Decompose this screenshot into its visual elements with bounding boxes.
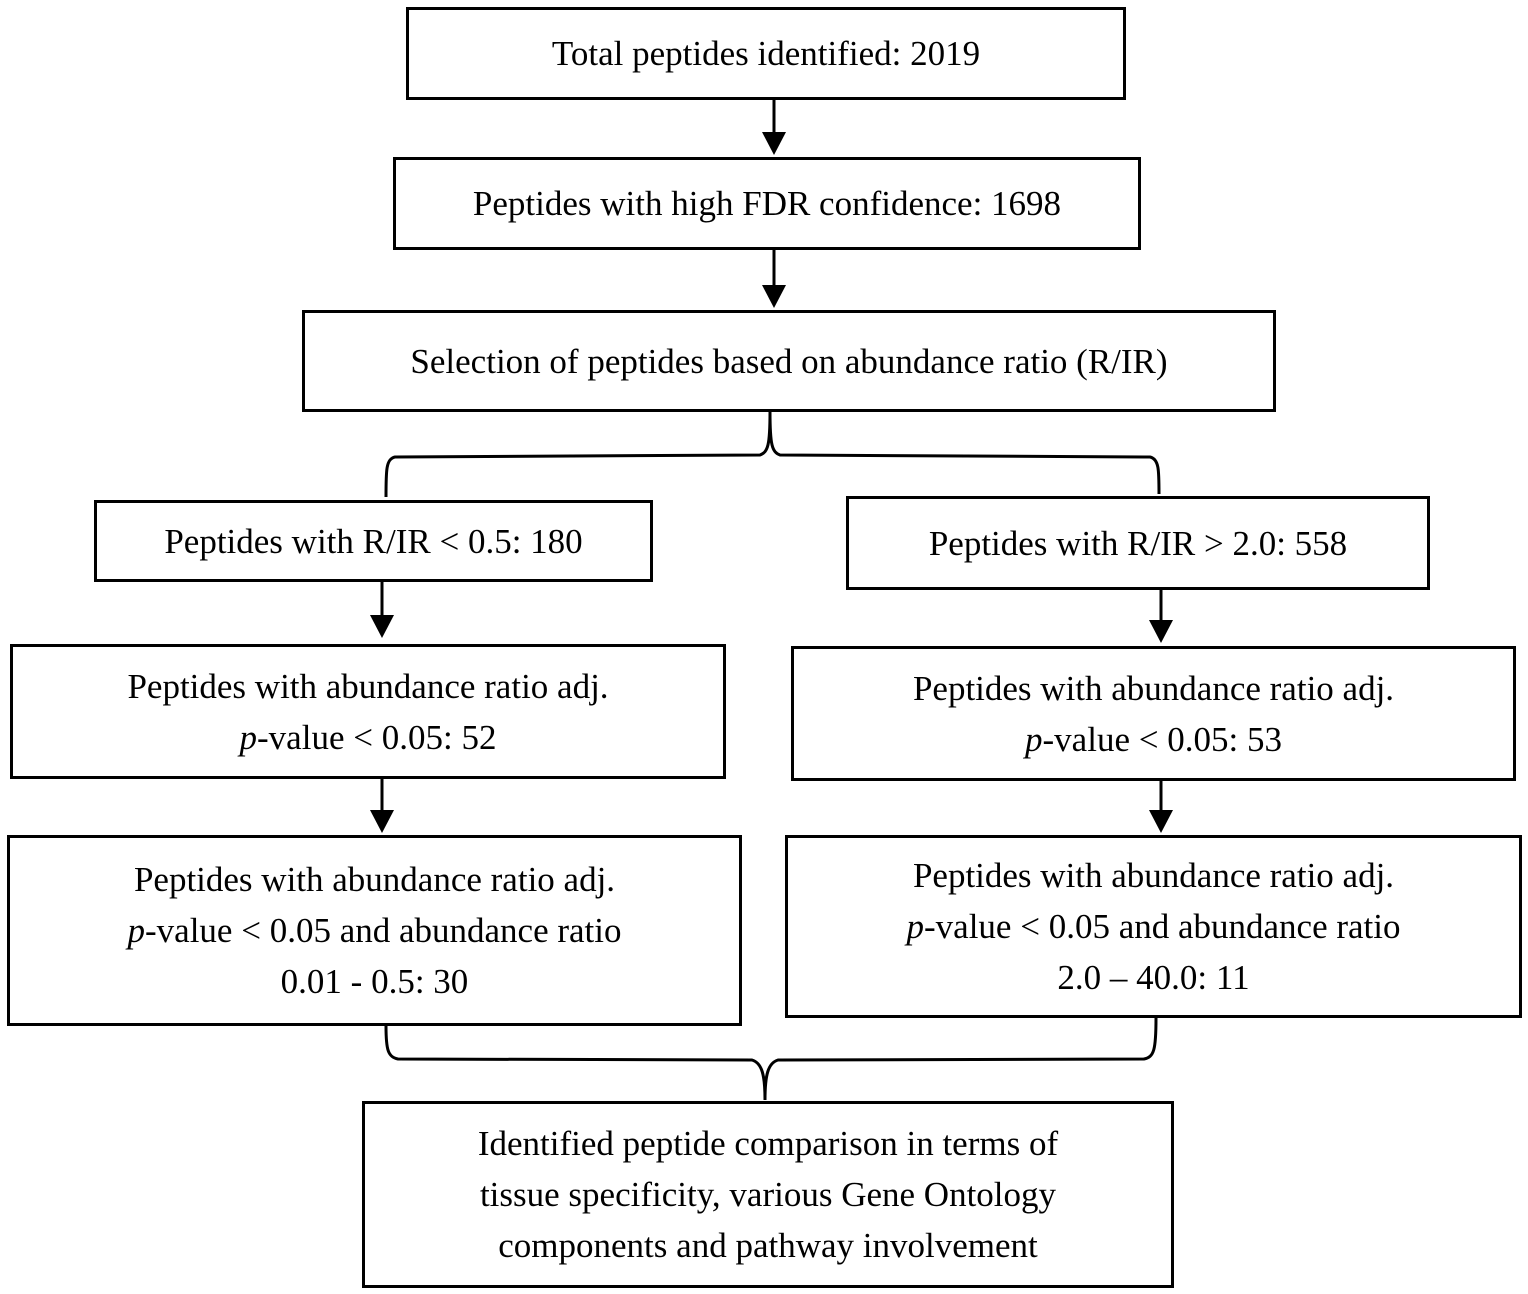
left-pvalue-p: p: [239, 717, 258, 757]
right-final-line2-rest: -value < 0.05 and abundance ratio: [924, 907, 1401, 946]
right-pvalue-line2: p-value < 0.05: 53: [1025, 714, 1282, 765]
box-right-ratio: Peptides with R/IR > 2.0: 558: [846, 496, 1430, 590]
box-total-peptides: Total peptides identified: 2019: [406, 7, 1126, 100]
box-comparison: Identified peptide comparison in terms o…: [362, 1101, 1174, 1288]
left-pvalue-line1: Peptides with abundance ratio adj.: [127, 666, 609, 706]
right-pvalue-line2-rest: -value < 0.05: 53: [1042, 719, 1282, 759]
left-pvalue-line2-rest: -value < 0.05: 52: [257, 717, 497, 757]
left-final-line1: Peptides with abundance ratio adj.: [133, 860, 616, 899]
box-selection: Selection of peptides based on abundance…: [302, 310, 1276, 412]
right-final-p: p: [906, 907, 925, 946]
right-ratio-text: Peptides with R/IR > 2.0: 558: [928, 523, 1348, 563]
merge-brace: [384, 1017, 1158, 1101]
left-ratio-text: Peptides with R/IR < 0.5: 180: [164, 521, 583, 561]
high-fdr-text: Peptides with high FDR confidence: 1698: [472, 184, 1062, 223]
box-right-final: Peptides with abundance ratio adj. p-val…: [785, 835, 1522, 1018]
right-final-line1: Peptides with abundance ratio adj.: [912, 856, 1395, 895]
total-peptides-text: Total peptides identified: 2019: [551, 34, 981, 73]
box-left-final: Peptides with abundance ratio adj. p-val…: [7, 835, 742, 1026]
selection-text: Selection of peptides based on abundance…: [410, 341, 1168, 381]
arrowhead-left-pvalue-to-final: [370, 810, 394, 833]
right-pvalue-line1: Peptides with abundance ratio adj.: [912, 668, 1395, 708]
left-final-line2: p-value < 0.05 and abundance ratio: [128, 905, 622, 956]
arrowhead-total-to-fdr: [762, 132, 786, 155]
box-left-ratio: Peptides with R/IR < 0.5: 180: [94, 500, 653, 582]
right-final-line3: 2.0 – 40.0: 11: [1057, 958, 1250, 997]
right-pvalue-p: p: [1025, 719, 1043, 759]
arrowhead-fdr-to-selection: [762, 285, 786, 308]
left-final-line3: 0.01 - 0.5: 30: [280, 962, 469, 1001]
right-final-line2: p-value < 0.05 and abundance ratio: [907, 901, 1401, 952]
comparison-line3: components and pathway involvement: [498, 1226, 1038, 1265]
comparison-line1: Identified peptide comparison in terms o…: [477, 1124, 1059, 1163]
box-right-pvalue: Peptides with abundance ratio adj. p-val…: [791, 646, 1516, 781]
comparison-line2: tissue specificity, various Gene Ontolog…: [479, 1175, 1057, 1214]
left-pvalue-line2: p-value < 0.05: 52: [240, 712, 497, 763]
arrowhead-left-ratio-to-pvalue: [370, 615, 394, 638]
arrowhead-right-ratio-to-pvalue: [1149, 620, 1173, 643]
left-final-line2-rest: -value < 0.05 and abundance ratio: [145, 911, 622, 950]
left-final-p: p: [127, 911, 146, 950]
box-left-pvalue: Peptides with abundance ratio adj. p-val…: [10, 644, 726, 779]
box-high-fdr: Peptides with high FDR confidence: 1698: [393, 157, 1141, 250]
split-brace: [384, 411, 1161, 498]
arrowhead-right-pvalue-to-final: [1149, 810, 1173, 833]
